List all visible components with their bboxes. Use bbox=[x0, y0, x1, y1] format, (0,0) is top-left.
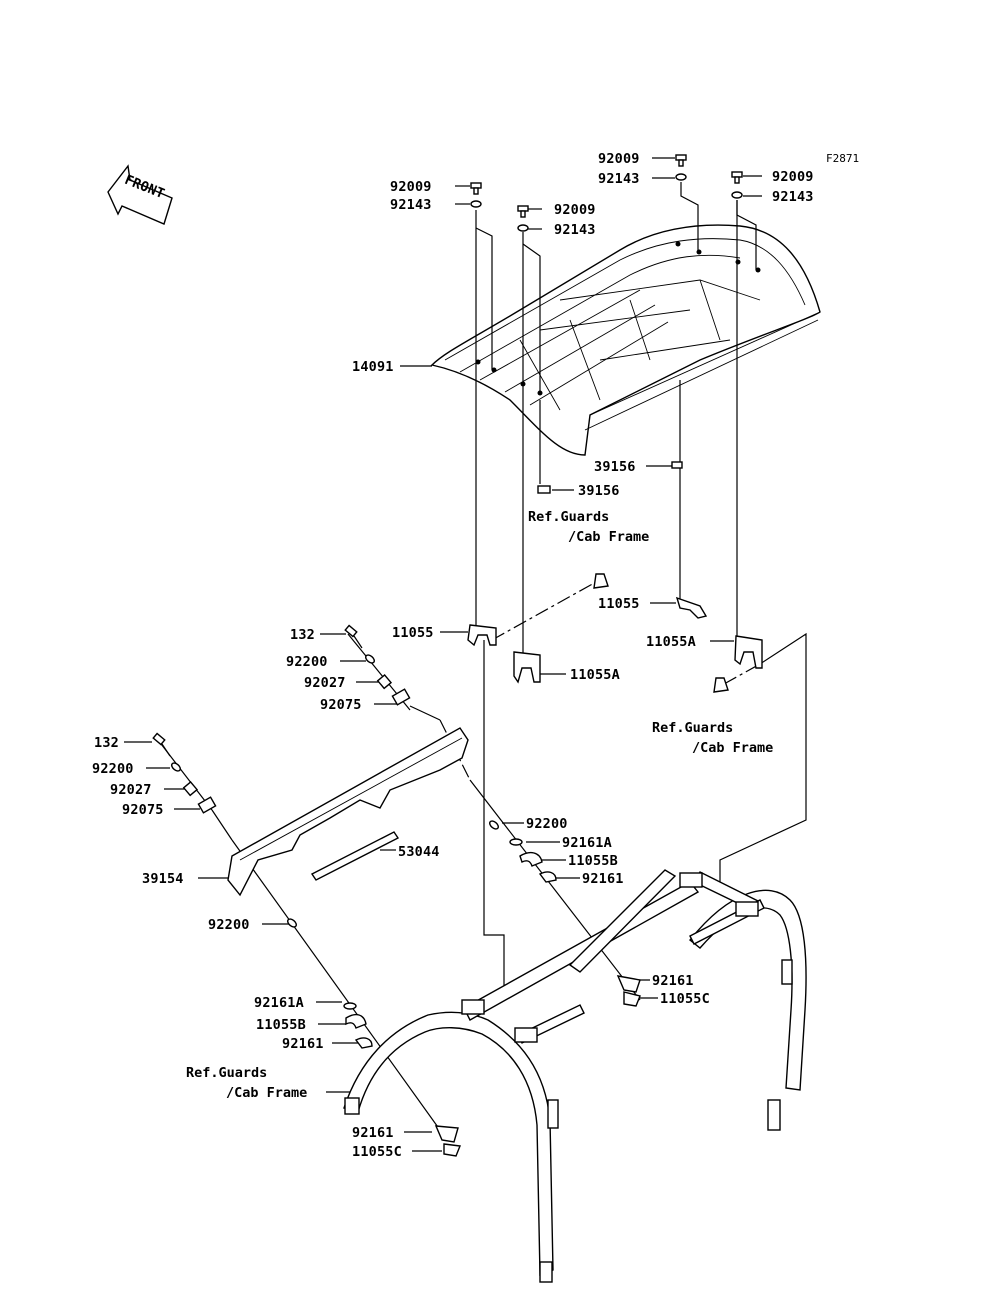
label-11055A-right: 11055A bbox=[646, 634, 696, 650]
label-14091: 14091 bbox=[352, 359, 394, 375]
label-92161-c: 92161 bbox=[652, 973, 694, 989]
label-11055B-b: 11055B bbox=[256, 1017, 306, 1033]
label-39156-left: 39156 bbox=[578, 483, 620, 499]
label-92161A-a: 92161A bbox=[562, 835, 612, 851]
label-11055B-a: 11055B bbox=[568, 853, 618, 869]
label-11055C-b: 11055C bbox=[352, 1144, 402, 1160]
label-92143-mid: 92143 bbox=[554, 222, 596, 238]
strip-53044 bbox=[310, 831, 400, 881]
label-92009-right: 92009 bbox=[772, 169, 814, 185]
front-bar-39154 bbox=[227, 727, 469, 897]
ref-guards-2-line2: /Cab Frame bbox=[692, 740, 773, 756]
label-11055C-a: 11055C bbox=[660, 991, 710, 1007]
label-92009-left: 92009 bbox=[390, 179, 432, 195]
ref-guards-1-line2: /Cab Frame bbox=[568, 529, 649, 545]
bracket-11055 bbox=[467, 573, 763, 693]
label-132-b: 132 bbox=[94, 735, 119, 751]
label-92027-b: 92027 bbox=[110, 782, 152, 798]
label-92143-left: 92143 bbox=[390, 197, 432, 213]
label-92143-top: 92143 bbox=[598, 171, 640, 187]
label-92200-c: 92200 bbox=[526, 816, 568, 832]
label-92161-b: 92161 bbox=[282, 1036, 324, 1052]
label-11055A-left: 11055A bbox=[570, 667, 620, 683]
label-92143-right: 92143 bbox=[772, 189, 814, 205]
label-92200-a: 92200 bbox=[286, 654, 328, 670]
part-labels: 92009 92143 92009 92143 92009 92143 9200… bbox=[92, 151, 814, 1160]
ref-guards-3-line2: /Cab Frame bbox=[226, 1085, 307, 1101]
clamp-parts bbox=[343, 838, 641, 1157]
ref-guards-1-line1: Ref.Guards bbox=[528, 509, 609, 525]
front-arrow-icon: FRONT bbox=[107, 164, 173, 225]
label-92161-d: 92161 bbox=[352, 1125, 394, 1141]
roof-washer-92143 bbox=[470, 173, 743, 232]
grommet-92075 bbox=[197, 688, 411, 814]
label-92009-top: 92009 bbox=[598, 151, 640, 167]
label-92200-b: 92200 bbox=[92, 761, 134, 777]
label-92009-mid: 92009 bbox=[554, 202, 596, 218]
collar-92027 bbox=[182, 673, 393, 797]
bolt-132 bbox=[152, 624, 363, 757]
label-92075-a: 92075 bbox=[320, 697, 362, 713]
label-53044: 53044 bbox=[398, 844, 440, 860]
figure-code: F2871 bbox=[826, 152, 859, 165]
bracket-39156 bbox=[537, 461, 683, 494]
washer-92200 bbox=[171, 654, 499, 928]
label-132-a: 132 bbox=[290, 627, 315, 643]
label-92027-a: 92027 bbox=[304, 675, 346, 691]
label-92075-b: 92075 bbox=[122, 802, 164, 818]
roof-panel bbox=[430, 224, 821, 456]
label-92161A-b: 92161A bbox=[254, 995, 304, 1011]
ref-guards-3-line1: Ref.Guards bbox=[186, 1065, 267, 1081]
ref-guards-2-line1: Ref.Guards bbox=[652, 720, 733, 736]
label-11055-left: 11055 bbox=[392, 625, 434, 641]
label-39154: 39154 bbox=[142, 871, 184, 887]
cab-frame bbox=[343, 869, 807, 1283]
reference-notes: Ref.Guards /Cab Frame Ref.Guards /Cab Fr… bbox=[186, 509, 773, 1101]
label-92161-a: 92161 bbox=[582, 871, 624, 887]
label-11055-right: 11055 bbox=[598, 596, 640, 612]
label-92200-d: 92200 bbox=[208, 917, 250, 933]
label-39156-right: 39156 bbox=[594, 459, 636, 475]
